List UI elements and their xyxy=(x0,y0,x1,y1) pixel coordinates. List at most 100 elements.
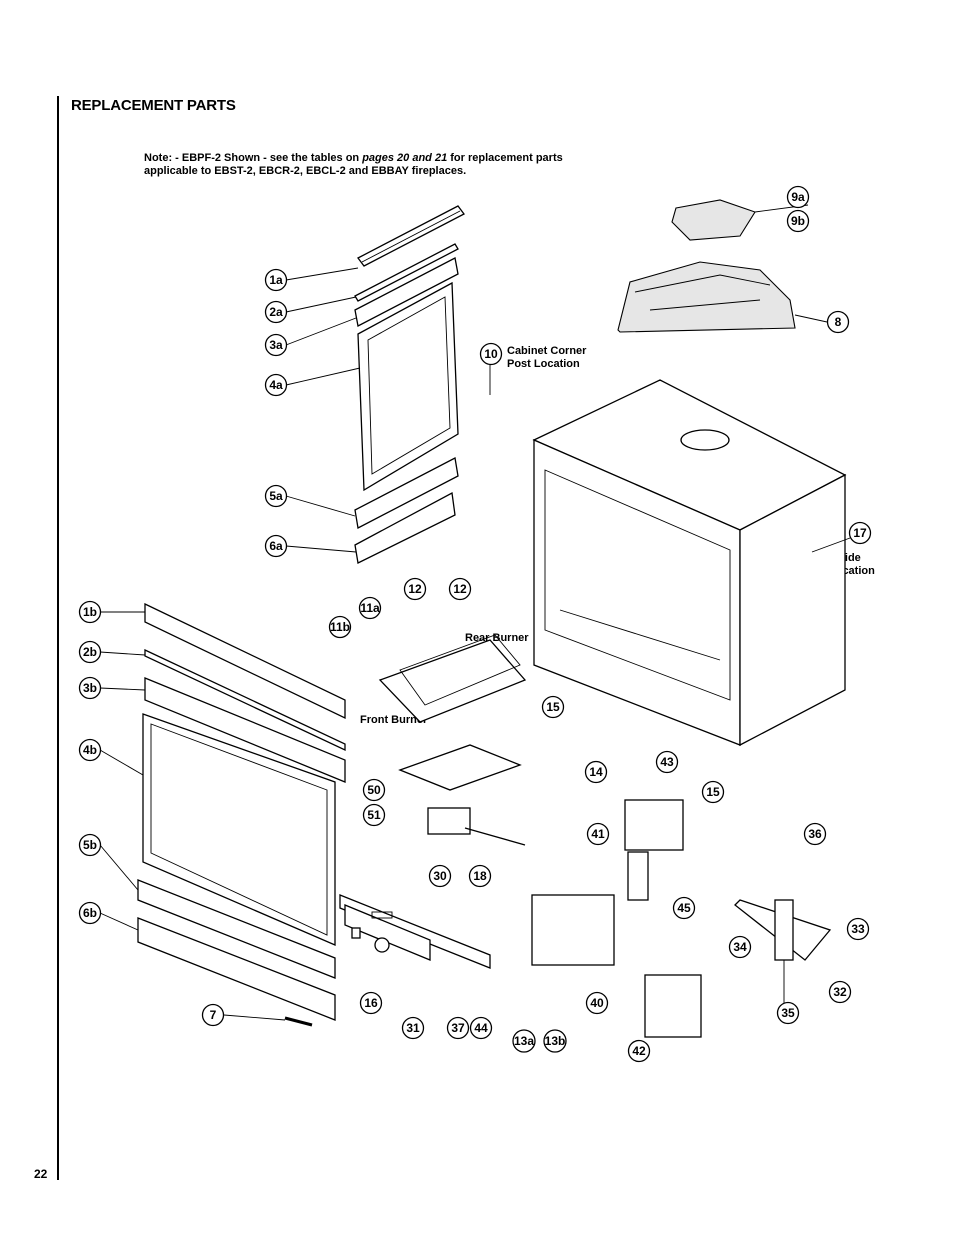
svg-text:4a: 4a xyxy=(269,378,283,392)
front-top-channel xyxy=(144,677,346,783)
svg-text:15: 15 xyxy=(706,785,720,799)
svg-text:50: 50 xyxy=(367,783,381,797)
svg-text:6b: 6b xyxy=(83,906,97,920)
callout-15-lower: 15 xyxy=(701,780,725,804)
page-number: 22 xyxy=(34,1167,48,1181)
callout-6b: 6b xyxy=(78,901,102,925)
callout-9b: 9b xyxy=(786,209,810,233)
margin-rule xyxy=(57,96,59,1180)
callout-3a: 3a xyxy=(264,333,288,357)
callout-44: 44 xyxy=(469,1016,493,1040)
callout-4b: 4b xyxy=(78,738,102,762)
svg-text:3a: 3a xyxy=(269,338,283,352)
svg-text:43: 43 xyxy=(660,755,674,769)
callout-43: 43 xyxy=(655,750,679,774)
callout-7: 7 xyxy=(201,1003,225,1027)
spring-part xyxy=(284,1016,313,1027)
svg-text:14: 14 xyxy=(589,765,603,779)
callout-2b: 2b xyxy=(78,640,102,664)
callout-15-upper: 15 xyxy=(541,695,565,719)
ember-pad xyxy=(671,199,756,241)
svg-text:42: 42 xyxy=(632,1044,646,1058)
svg-text:12: 12 xyxy=(453,582,467,596)
callout-11b: 11b xyxy=(328,615,352,639)
callout-13a: 13a xyxy=(512,1029,536,1053)
callout-17: 17 xyxy=(848,521,872,545)
svg-text:10: 10 xyxy=(484,347,498,361)
callout-12-right: 12 xyxy=(448,577,472,601)
svg-text:51: 51 xyxy=(367,808,381,822)
front-bottom-trim xyxy=(137,917,336,1021)
callout-31: 31 xyxy=(401,1016,425,1040)
svg-text:13a: 13a xyxy=(514,1034,534,1048)
burner-tray xyxy=(398,744,522,791)
svg-text:44: 44 xyxy=(474,1021,488,1035)
svg-text:34: 34 xyxy=(733,940,747,954)
svg-text:4b: 4b xyxy=(83,743,97,757)
svg-text:9a: 9a xyxy=(791,190,805,204)
front-glass-frame xyxy=(142,713,336,946)
svg-text:17: 17 xyxy=(853,526,867,540)
fireplace-cabinet xyxy=(532,379,847,747)
callout-12-left: 12 xyxy=(403,577,427,601)
svg-text:36: 36 xyxy=(808,827,822,841)
rear-burner-label: Rear Burner xyxy=(465,632,529,644)
callout-6a: 6a xyxy=(264,534,288,558)
control-panel xyxy=(339,894,491,969)
page-heading: REPLACEMENT PARTS xyxy=(71,97,236,114)
callout-35: 35 xyxy=(776,1001,800,1025)
upper-top-trim xyxy=(357,205,465,267)
svg-text:16: 16 xyxy=(364,996,378,1010)
pilot-assembly xyxy=(624,799,684,901)
callout-1b: 1b xyxy=(78,600,102,624)
callout-40: 40 xyxy=(585,991,609,1015)
callout-13b: 13b xyxy=(543,1029,567,1053)
svg-text:8: 8 xyxy=(835,315,842,329)
svg-text:31: 31 xyxy=(406,1021,420,1035)
callout-50: 50 xyxy=(362,778,386,802)
svg-text:1b: 1b xyxy=(83,605,97,619)
callout-10: 10 xyxy=(479,342,503,366)
svg-text:37: 37 xyxy=(451,1021,465,1035)
callout-34: 34 xyxy=(728,935,752,959)
front-top-trim xyxy=(144,602,346,720)
upper-bottom-trim xyxy=(354,491,456,564)
callout-5a: 5a xyxy=(264,484,288,508)
callout-30: 30 xyxy=(428,864,452,888)
callout-1a: 1a xyxy=(264,268,288,292)
transformer xyxy=(644,974,702,1038)
callout-14: 14 xyxy=(584,760,608,784)
svg-text:18: 18 xyxy=(473,869,487,883)
svg-text:13b: 13b xyxy=(545,1034,566,1048)
callout-51: 51 xyxy=(362,803,386,827)
callout-9a: 9a xyxy=(786,185,810,209)
callout-2a: 2a xyxy=(264,300,288,324)
svg-text:32: 32 xyxy=(833,985,847,999)
callout-41: 41 xyxy=(586,822,610,846)
callout-18: 18 xyxy=(468,864,492,888)
svg-text:5b: 5b xyxy=(83,838,97,852)
note-text: Note: - EBPF-2 Shown - see the tables on… xyxy=(144,152,563,177)
front-bottom-channel xyxy=(137,879,336,979)
module-box xyxy=(531,894,615,966)
callout-4a: 4a xyxy=(264,373,288,397)
upper-glass-frame xyxy=(357,281,459,492)
svg-text:5a: 5a xyxy=(269,489,283,503)
svg-text:7: 7 xyxy=(210,1008,217,1022)
callout-37: 37 xyxy=(446,1016,470,1040)
svg-text:1a: 1a xyxy=(269,273,283,287)
svg-text:3b: 3b xyxy=(83,681,97,695)
front-burner-label: Front Burner xyxy=(360,714,428,726)
svg-text:30: 30 xyxy=(433,869,447,883)
svg-text:35: 35 xyxy=(781,1006,795,1020)
leader-lines xyxy=(99,204,851,1021)
callout-32: 32 xyxy=(828,980,852,1004)
upper-bottom-channel xyxy=(354,457,459,529)
svg-text:45: 45 xyxy=(677,901,691,915)
svg-text:12: 12 xyxy=(408,582,422,596)
callout-3b: 3b xyxy=(78,676,102,700)
svg-text:40: 40 xyxy=(590,996,604,1010)
